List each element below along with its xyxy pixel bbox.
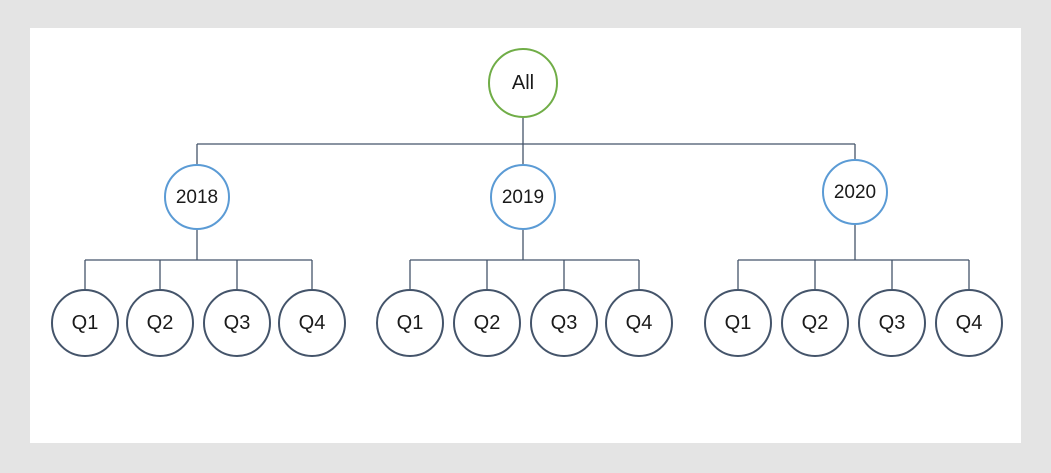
node-2019-q4[interactable]: Q4	[605, 289, 673, 357]
node-2020-q1[interactable]: Q1	[704, 289, 772, 357]
node-2018-q3[interactable]: Q3	[203, 289, 271, 357]
slide-canvas: All 2018 2019 2020 Q1 Q2 Q3 Q4 Q1 Q2 Q3 …	[30, 28, 1021, 443]
node-year-2018[interactable]: 2018	[164, 164, 230, 230]
node-all[interactable]: All	[488, 48, 558, 118]
node-2019-q1[interactable]: Q1	[376, 289, 444, 357]
node-2020-q4[interactable]: Q4	[935, 289, 1003, 357]
node-2018-q2[interactable]: Q2	[126, 289, 194, 357]
node-2018-q1[interactable]: Q1	[51, 289, 119, 357]
node-2019-q2[interactable]: Q2	[453, 289, 521, 357]
node-2019-q3[interactable]: Q3	[530, 289, 598, 357]
node-2020-q2[interactable]: Q2	[781, 289, 849, 357]
node-2020-q3[interactable]: Q3	[858, 289, 926, 357]
node-year-2019[interactable]: 2019	[490, 164, 556, 230]
node-2018-q4[interactable]: Q4	[278, 289, 346, 357]
node-year-2020[interactable]: 2020	[822, 159, 888, 225]
connector-lines	[84, 118, 970, 289]
